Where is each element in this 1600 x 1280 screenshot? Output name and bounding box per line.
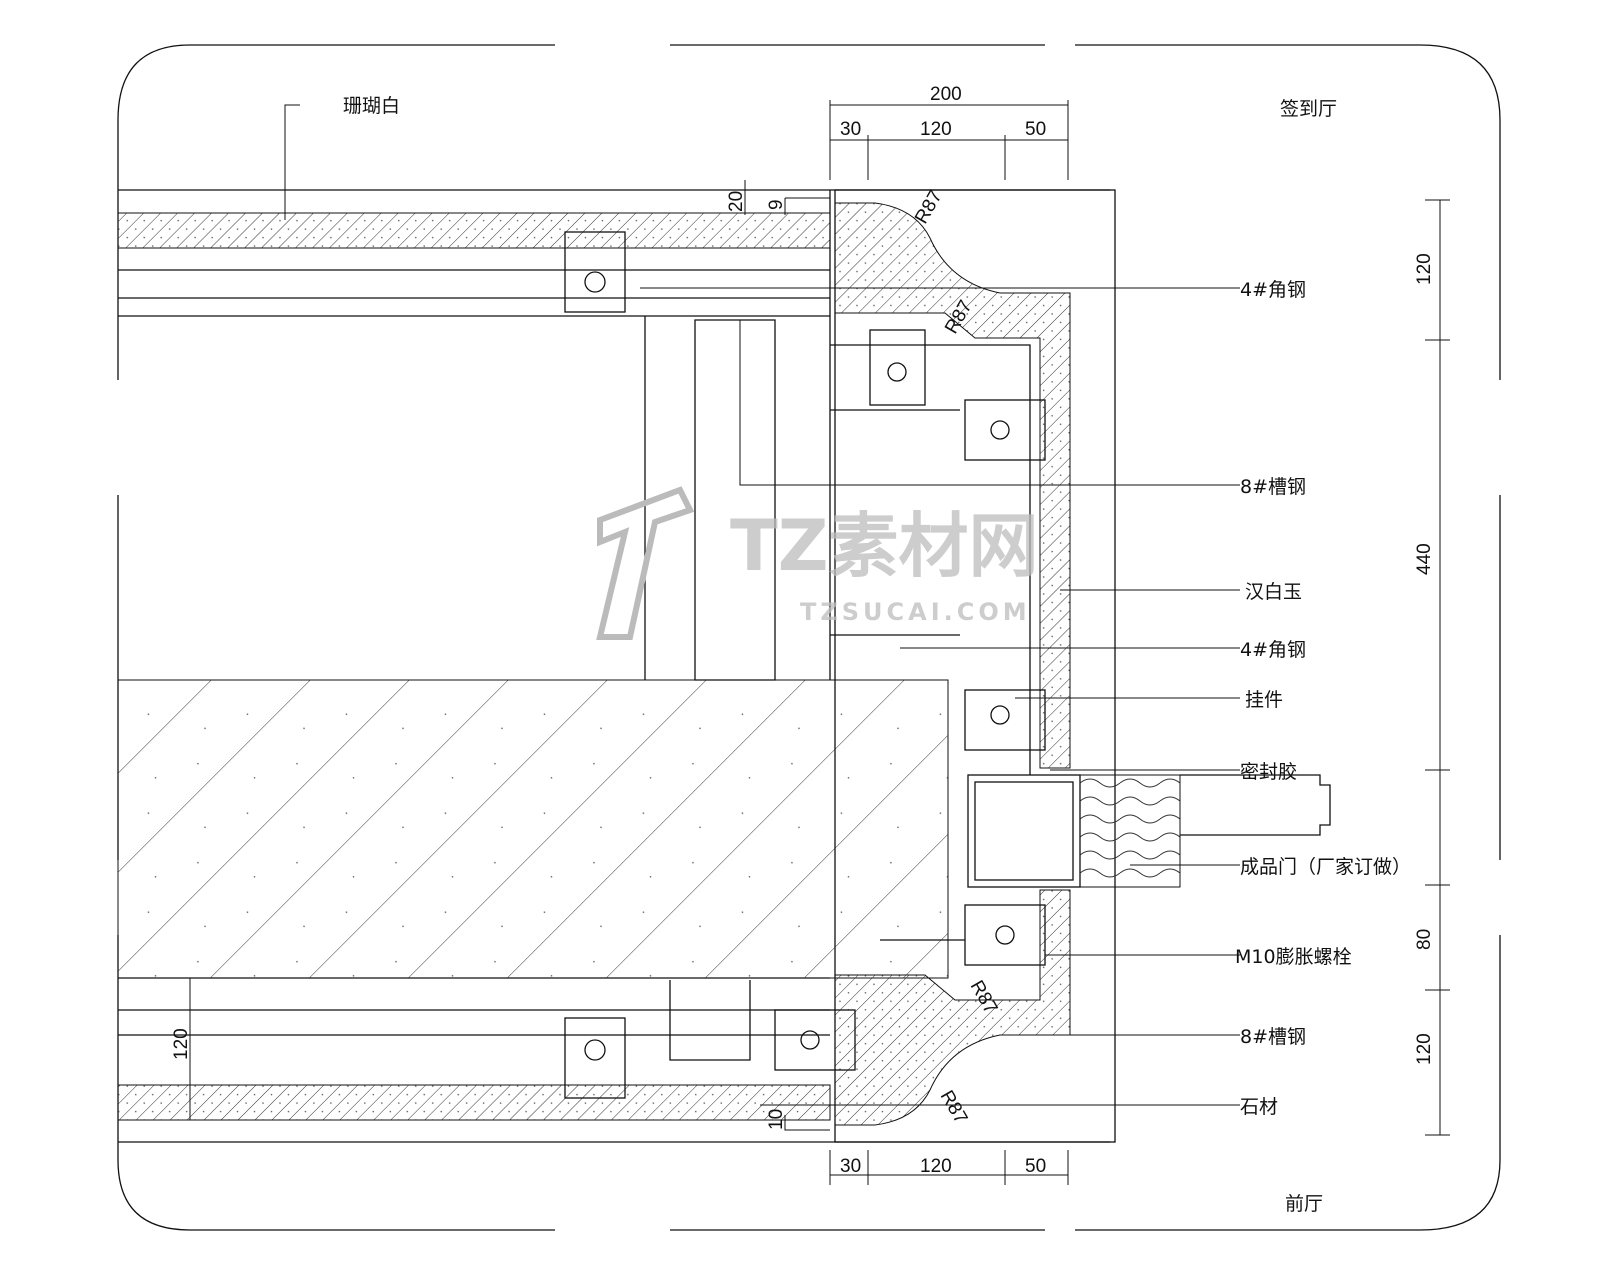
dimensions-top: 200 30 120 50 xyxy=(829,84,1069,180)
label-channel-steel-top: 8#槽钢 xyxy=(1240,476,1306,498)
room-top: 签到厅 xyxy=(1280,98,1337,120)
label-angle-steel-mid: 4#角钢 xyxy=(1240,639,1306,661)
label-channel-steel-bottom: 8#槽钢 xyxy=(1240,1026,1306,1048)
svg-text:120: 120 xyxy=(920,119,952,140)
label-door: 成品门（厂家订做） xyxy=(1240,856,1411,878)
svg-text:120: 120 xyxy=(1414,253,1435,285)
svg-text:120: 120 xyxy=(171,1028,192,1060)
label-hanger: 挂件 xyxy=(1245,689,1283,711)
svg-text:20: 20 xyxy=(726,191,747,212)
marble-cladding xyxy=(774,189,1116,1143)
svg-text:440: 440 xyxy=(1414,543,1435,575)
concrete-column xyxy=(117,190,1031,979)
svg-text:9: 9 xyxy=(766,199,787,210)
svg-text:200: 200 xyxy=(930,84,962,105)
label-angle-steel-top: 4#角钢 xyxy=(1240,279,1306,301)
svg-text:R87: R87 xyxy=(936,1087,972,1128)
dimensions-right: 120 440 80 120 xyxy=(1414,199,1450,1136)
room-bottom: 前厅 xyxy=(1285,1193,1323,1215)
svg-text:TZSUCAI.COM: TZSUCAI.COM xyxy=(800,598,1031,626)
svg-text:TZ素材网: TZ素材网 xyxy=(730,505,1039,587)
label-coral-white: 珊瑚白 xyxy=(343,95,400,117)
svg-text:120: 120 xyxy=(1414,1033,1435,1065)
svg-text:120: 120 xyxy=(920,1156,952,1177)
label-stone: 石材 xyxy=(1240,1096,1278,1118)
door-frame xyxy=(967,774,1331,888)
svg-text:10: 10 xyxy=(766,1109,787,1130)
dimensions-bottom: 30 120 50 xyxy=(829,1150,1069,1185)
svg-text:30: 30 xyxy=(840,1156,861,1177)
svg-text:80: 80 xyxy=(1414,929,1435,950)
leaders xyxy=(284,104,1240,1106)
svg-text:50: 50 xyxy=(1025,119,1046,140)
watermark-logo: TZ素材网 TZSUCAI.COM xyxy=(596,486,1039,640)
drawing-frame xyxy=(117,44,1501,1231)
bottom-wall xyxy=(117,977,1110,1143)
svg-text:30: 30 xyxy=(840,119,861,140)
label-white-marble: 汉白玉 xyxy=(1245,581,1302,603)
svg-text:50: 50 xyxy=(1025,1156,1046,1177)
top-wall xyxy=(117,189,1110,317)
label-sealant: 密封胶 xyxy=(1240,761,1297,783)
label-bolt: M10膨胀螺栓 xyxy=(1235,946,1352,968)
